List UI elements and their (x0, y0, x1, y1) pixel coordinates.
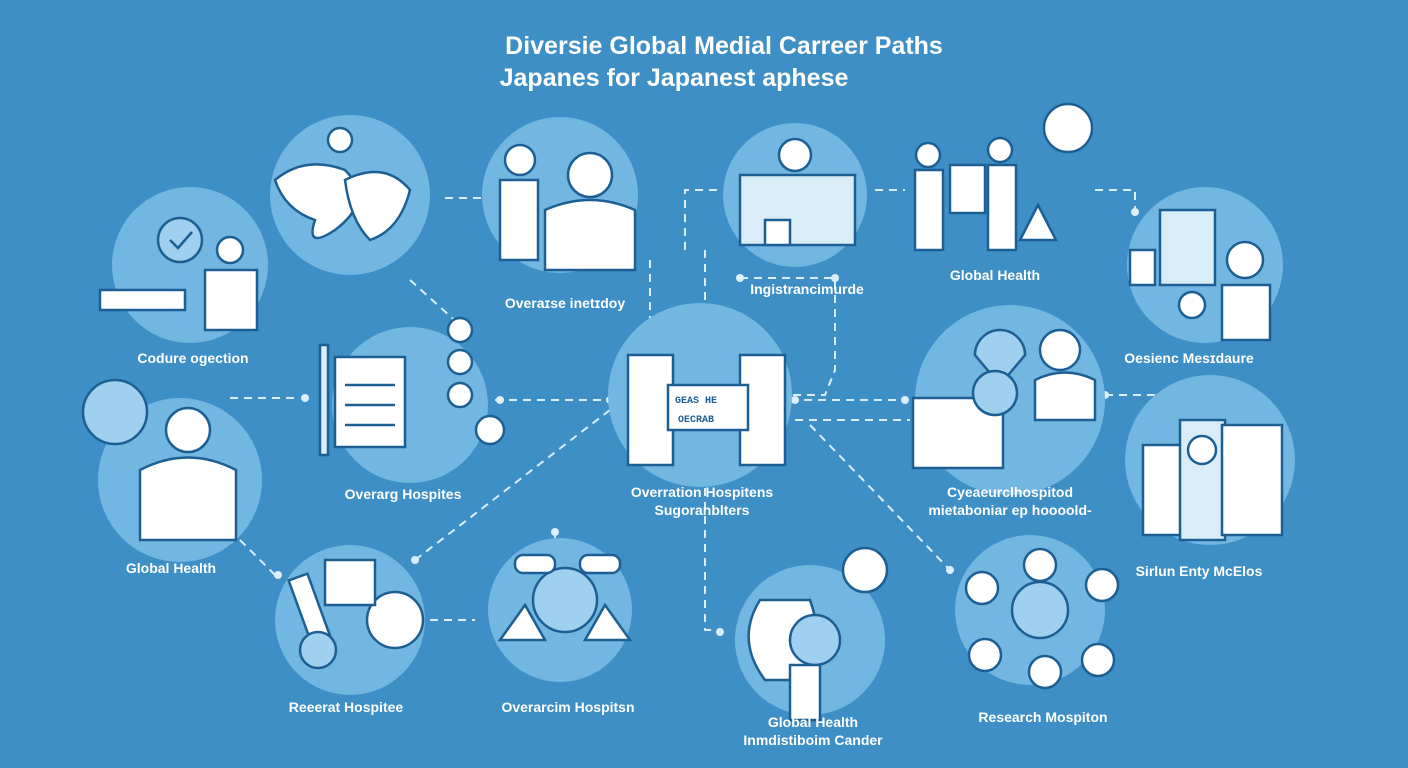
node-label-overseas: Overaɪse inetɪdoy (504, 295, 626, 311)
doctor-icon (81, 378, 238, 542)
connector (229, 529, 276, 576)
node-label-global-health-left: Global Health (125, 560, 217, 576)
node-label-sirlun: Sirlun Enty McElos (1135, 563, 1263, 579)
hospital-building-icon (626, 353, 787, 467)
label-line-2: Sugoranblters (654, 502, 750, 518)
label-line-1: Global Health (767, 714, 859, 730)
connector (809, 424, 951, 571)
node-label-career: Cyeaeurclhospitod mietaboniar ep hoooold- (900, 483, 1120, 519)
nurse-kiosk-icon (1128, 208, 1272, 342)
label-line-2: mietaboniar ep hoooold- (928, 502, 1092, 518)
connector (790, 399, 910, 421)
node-label-reeerat: Reeerat Hospitee (288, 699, 404, 715)
connector (684, 189, 720, 250)
title-line-1: Diversie Global Medial Carreer Paths (505, 32, 943, 60)
connector (1095, 189, 1136, 210)
globe-hands-icon (497, 553, 633, 642)
doctor-checkmark-icon (98, 216, 259, 332)
node-label-research: Research Mospiton (978, 709, 1108, 725)
node-label-overarg: Overarg Hospites (344, 486, 462, 502)
node-label-codure: Codure ogection (137, 350, 249, 366)
records-icon (1141, 418, 1284, 542)
node-label-overarcim: Overarcim Hospitsn (501, 699, 635, 715)
connector (704, 460, 720, 631)
connector (409, 279, 461, 326)
connector (740, 277, 836, 396)
label-line-1: Cyeaeurclhospitod (946, 484, 1074, 500)
label-line-1: Overration Hospitens (630, 484, 774, 500)
magnifier-vase-icon (747, 546, 889, 722)
research-flask-icon (287, 558, 425, 670)
world-map-icon (273, 126, 412, 242)
label-line-2: Inmdistiboim Cander (743, 732, 883, 748)
id-card-icon (911, 328, 1097, 470)
doctors-clipboard-icon (913, 102, 1094, 252)
title-line-2: Japanes for Japanest aphese (499, 64, 849, 92)
node-label-ingist: Ingistrancimurde (750, 281, 864, 297)
hospital-sign-1: GEAS HE (675, 396, 717, 407)
hospital-sign-2: OECRAB (678, 415, 714, 426)
network-people-icon (964, 547, 1120, 690)
node-label-oesienc: Oesienc Mesɪdaure (1124, 350, 1254, 366)
checklist-icon (318, 316, 506, 457)
doctors-icon (498, 143, 637, 272)
lab-bench-icon (738, 137, 857, 247)
node-label-global-health-top: Global Health (949, 267, 1041, 283)
